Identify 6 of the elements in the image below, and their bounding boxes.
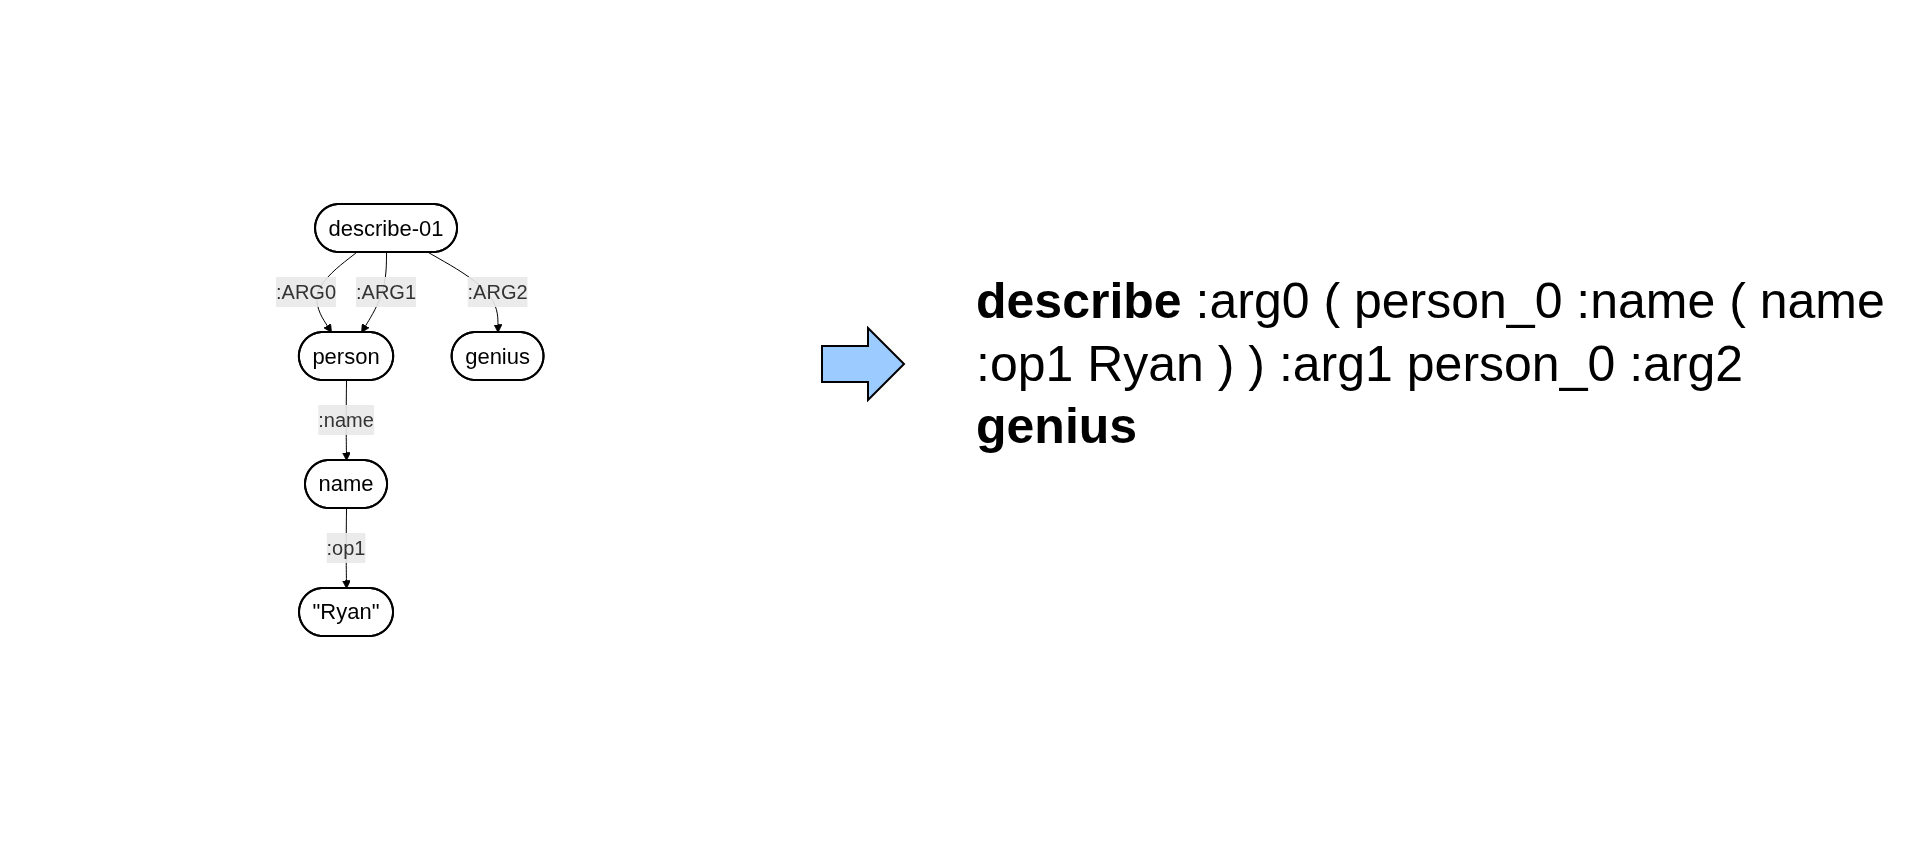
edge-label: :name [318,409,375,431]
edge-label: :ARG0 [276,281,337,303]
edge-label: :op1 [326,537,366,559]
edge-label: :ARG1 [356,281,417,303]
text-line: describe :arg0 ( person_0 :name ( name :op1 Ryan ) ) :arg1 person_0 :arg2 genius [976,272,1886,456]
edge-label: :ARG2 [467,281,528,303]
